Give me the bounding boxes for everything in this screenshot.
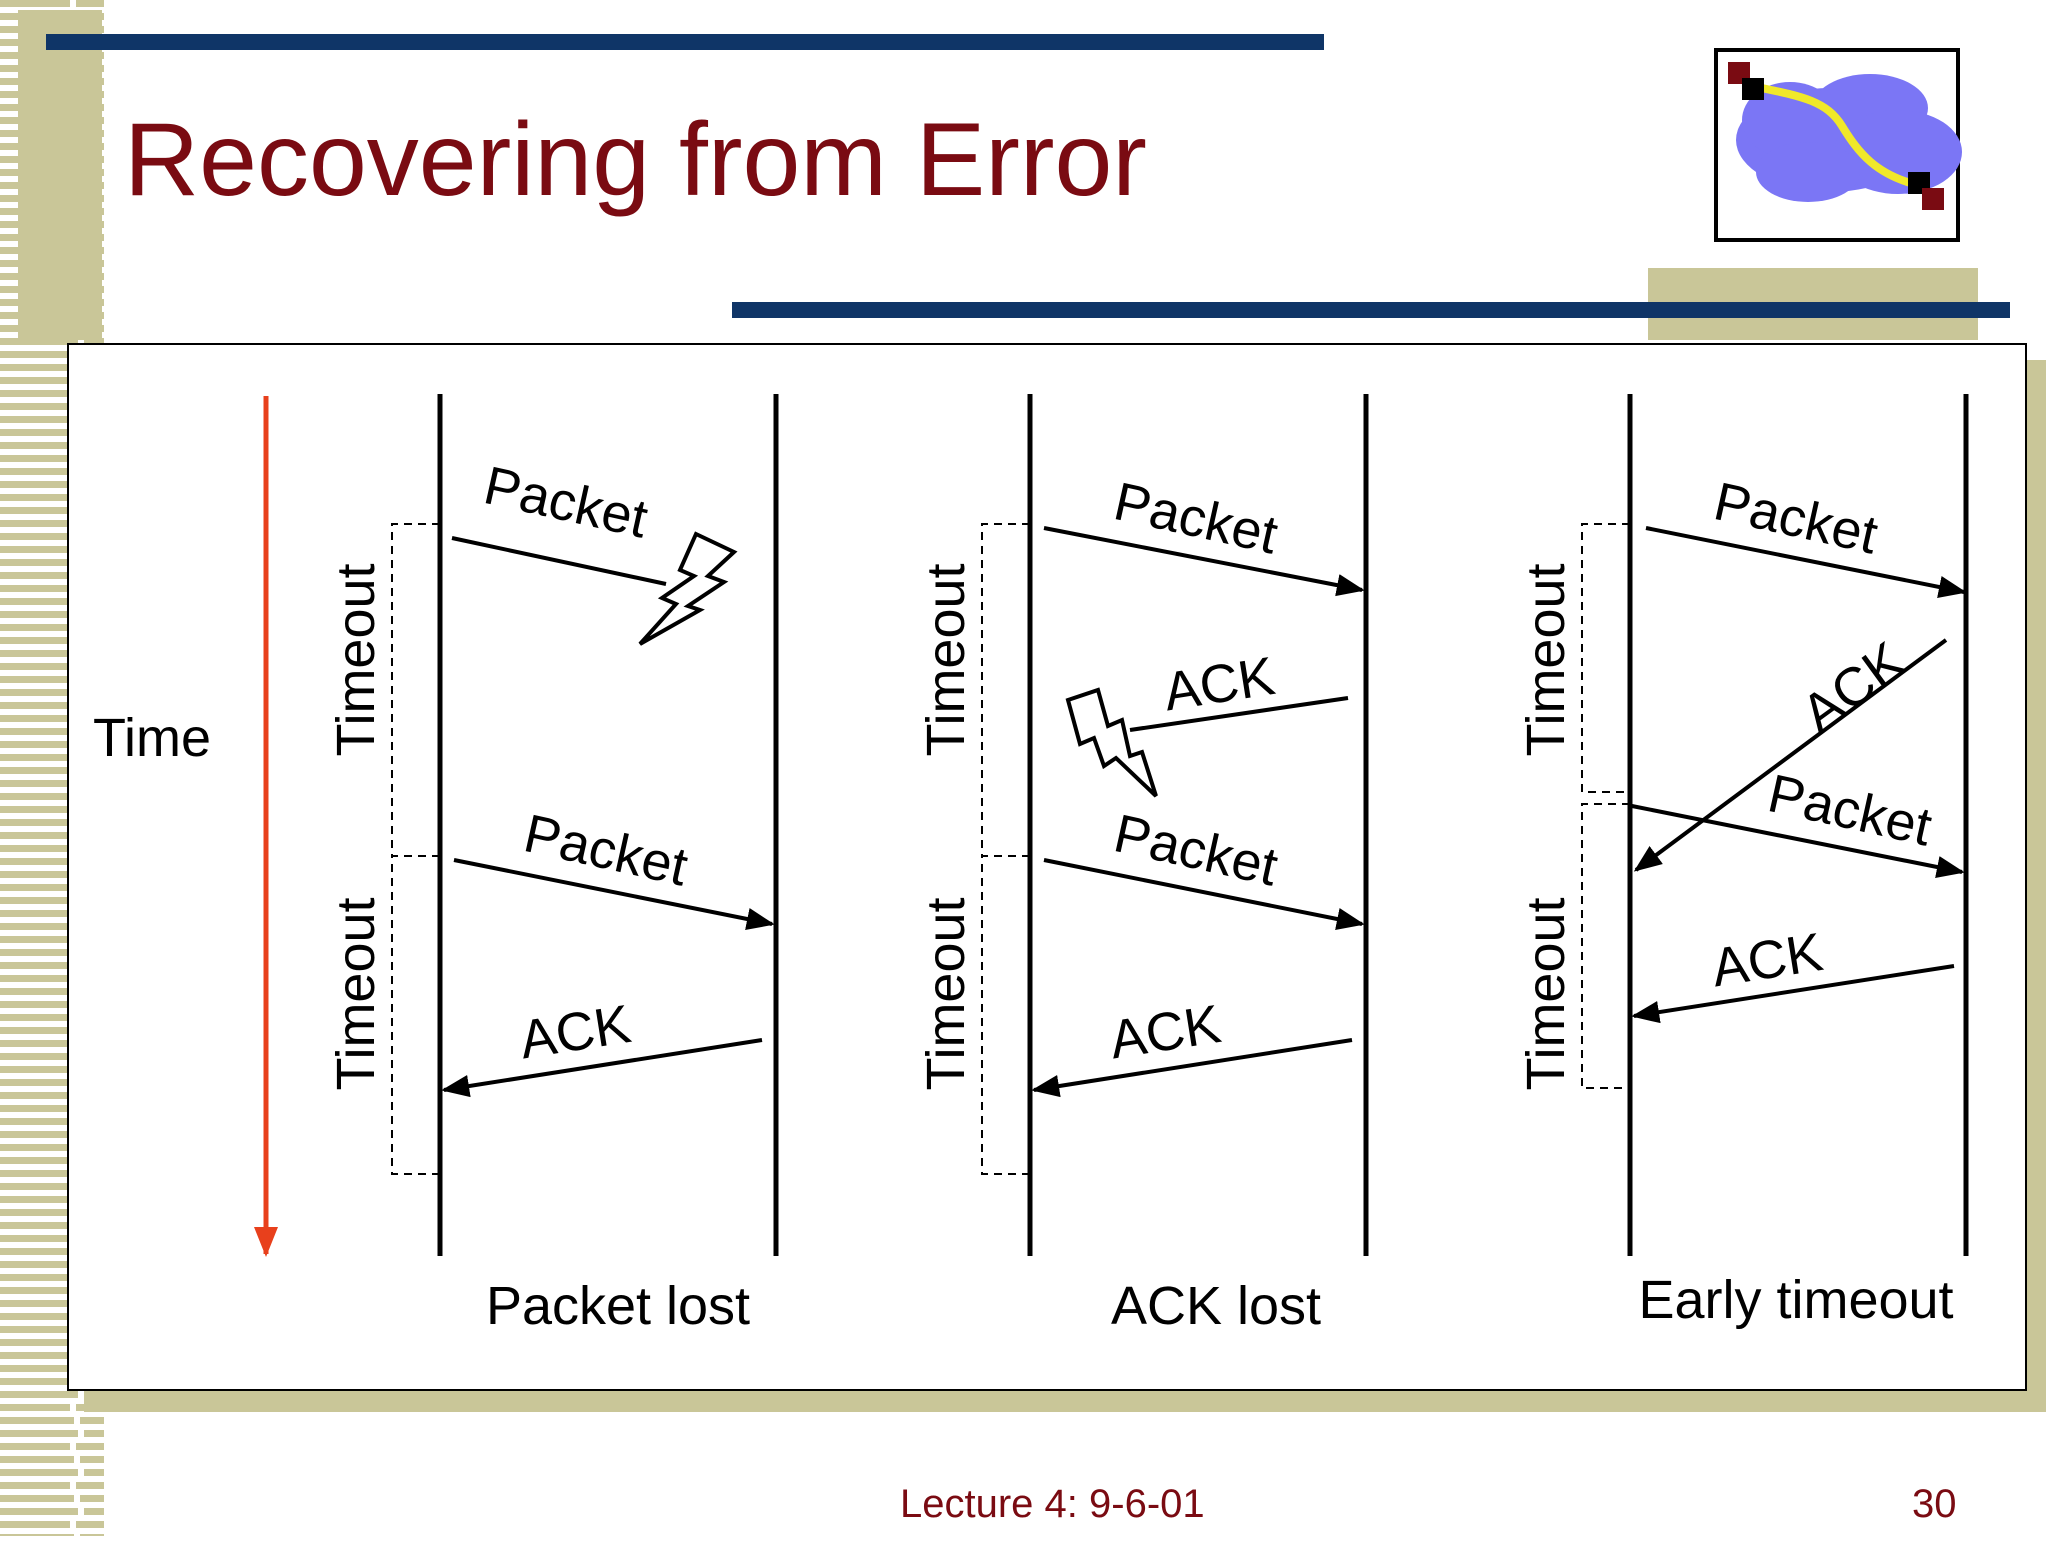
packet-arrow xyxy=(1043,526,1365,597)
diagram-panel xyxy=(67,343,2027,1391)
packet-arrow-lost xyxy=(451,536,667,586)
ack-arrow-lost xyxy=(1129,696,1349,732)
scenario-caption: Early timeout xyxy=(1638,1270,1953,1330)
timeout-label: Timeout xyxy=(326,897,386,1090)
packet-arrow xyxy=(1043,858,1365,931)
packet-arrow xyxy=(1645,526,1967,599)
ack-arrow xyxy=(1031,1038,1353,1098)
timeout-label: Timeout xyxy=(326,563,386,756)
timeout-label: Timeout xyxy=(1516,563,1576,756)
ack-arrow xyxy=(441,1038,763,1098)
footer-page-number: 30 xyxy=(1912,1482,1957,1526)
slide-title: Recovering from Error xyxy=(124,102,1147,218)
top-rule-bar xyxy=(46,34,1324,50)
footer-lecture-info: Lecture 4: 9-6-01 xyxy=(900,1482,1205,1526)
lower-rule-bar xyxy=(732,302,2010,318)
network-cloud-logo-icon xyxy=(1714,48,1962,242)
timeout-label: Timeout xyxy=(916,563,976,756)
packet-arrow xyxy=(1631,804,1965,879)
timeout-bracket xyxy=(981,523,1030,857)
scenario-caption: ACK lost xyxy=(1111,1276,1321,1336)
lightning-bolt-icon xyxy=(638,531,738,646)
time-label: Time xyxy=(93,708,211,768)
timeout-bracket xyxy=(391,523,440,857)
timeout-bracket xyxy=(1581,803,1630,1089)
timeout-bracket xyxy=(1581,523,1630,793)
scenario-caption: Packet lost xyxy=(486,1276,750,1336)
ack-arrow xyxy=(1631,964,1955,1024)
packet-arrow xyxy=(453,858,775,931)
timeout-label: Timeout xyxy=(916,897,976,1090)
timeout-label: Timeout xyxy=(1516,897,1576,1090)
lightning-bolt-icon xyxy=(1065,687,1158,798)
ack-arrow xyxy=(1633,638,1948,872)
